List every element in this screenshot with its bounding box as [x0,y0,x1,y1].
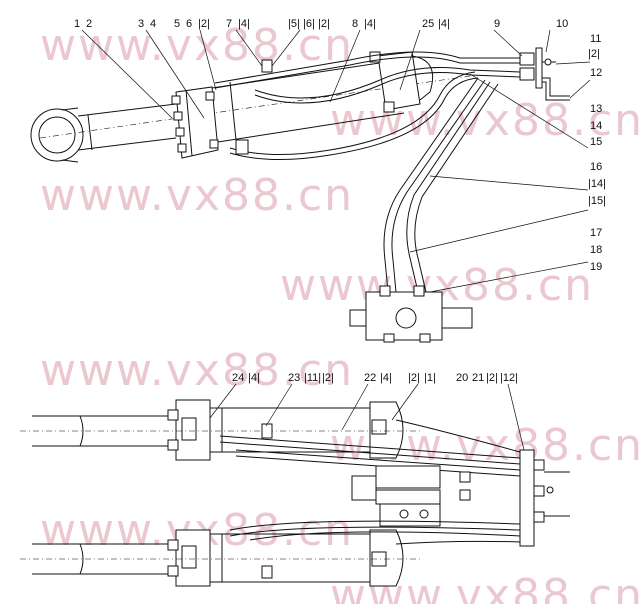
label-18: 18 [590,244,602,256]
label-8-qty: |4| [364,18,376,30]
label-21-12: |12| [500,372,518,384]
watermark-layer: www.vx88.cn www.vx88.cn www.vx88.cn www.… [40,20,640,604]
top-view: 1 2 3 4 5 6 |2| 7 |4| |5| |6| |2| 8 |4| … [30,18,606,343]
label-14: 14 [590,120,602,132]
label-6-qty: |2| [198,18,210,30]
label-5: 5 [174,18,180,30]
label-11: 11 [590,33,601,45]
label-22: 22 [364,372,376,384]
label-2: 2 [86,18,92,30]
lower-tubes [229,520,521,545]
label-ref-2: |2| [408,372,420,384]
long-hoses [383,77,499,293]
label-16-15: |15| [588,195,606,207]
label-9: 9 [494,18,500,30]
label-24: 24 [232,372,244,384]
label-2-ref: |2| [318,18,330,30]
leader-lines-top [81,29,591,293]
upper-tubes [219,419,521,477]
watermark-3: www.vx88.cn [40,170,354,221]
label-15: 15 [590,136,602,148]
label-25: 25 [422,18,434,30]
label-23: 23 [288,372,300,384]
label-ref-1: |1| [424,372,436,384]
labels-bottom: 24 |4| 23 |11| |2| 22 |4| |2| |1| 20 21 … [232,372,518,384]
cylinder-eye [30,107,84,163]
watermark-1: www.vx88.cn [40,20,354,71]
label-23-11: |11| [304,372,321,384]
label-7-qty: |4| [238,18,250,30]
label-16: 16 [590,161,602,173]
label-16-14: |14| [588,178,606,190]
label-19: 19 [590,261,602,273]
label-8: 8 [352,18,358,30]
label-5-qty: |5| [288,18,300,30]
control-valve [349,285,473,343]
label-13: 13 [590,103,602,115]
label-11-qty: |2| [588,48,600,60]
label-3: 3 [138,18,144,30]
lower-cylinder [20,529,420,587]
watermark-5: www.vx88.cn [40,345,354,396]
right-fittings [519,47,570,101]
label-6-ref: |6| [303,18,315,30]
labels-top: 1 2 3 4 5 6 |2| 7 |4| |5| |6| |2| 8 |4| … [74,18,606,273]
label-10: 10 [556,18,568,30]
center-valve [351,465,471,527]
label-4: 4 [150,18,156,30]
cylinder-head [171,86,219,159]
label-7: 7 [226,18,232,30]
leader-lines-bottom [209,383,525,451]
label-22-qty: |4| [380,372,392,384]
label-25-qty: |4| [438,18,450,30]
label-23-2: |2| [322,372,334,384]
bottom-view: 24 |4| 23 |11| |2| 22 |4| |2| |1| 20 21 … [20,372,570,587]
label-12: 12 [590,67,602,79]
label-1: 1 [74,18,80,30]
label-6: 6 [186,18,192,30]
label-24-qty: |4| [248,372,260,384]
label-17: 17 [590,227,602,239]
label-21-2: |2| [486,372,498,384]
label-21: 21 [472,372,484,384]
label-20: 20 [456,372,468,384]
right-manifold [519,449,570,547]
